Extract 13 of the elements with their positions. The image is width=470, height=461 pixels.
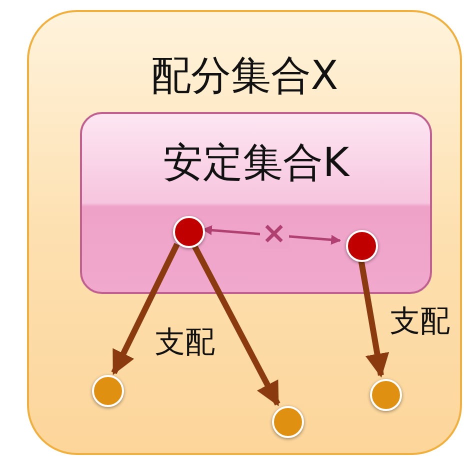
relation-label: 支配 bbox=[155, 326, 215, 360]
point-circle bbox=[92, 375, 124, 407]
set-title: 配分集合X bbox=[150, 52, 340, 100]
point-circle bbox=[370, 379, 402, 411]
point-circle bbox=[173, 216, 205, 248]
set-box bbox=[27, 10, 462, 455]
set-title: 安定集合K bbox=[162, 139, 351, 187]
relation-label: 支配 bbox=[390, 305, 450, 339]
point-circle bbox=[346, 230, 378, 262]
subset-box bbox=[80, 112, 432, 294]
arrow bbox=[111, 242, 180, 375]
arrow bbox=[358, 259, 390, 378]
point-circle bbox=[272, 406, 304, 438]
